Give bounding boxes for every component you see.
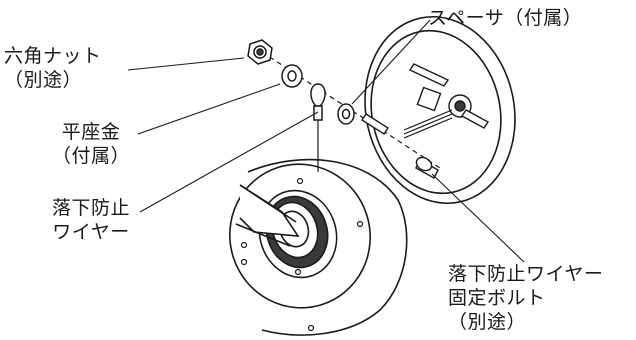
fixing-bolt-label: 落下防止ワイヤー 固定ボルト （別途） — [448, 262, 603, 334]
mounting-pipe — [235, 184, 300, 247]
fixing-bolt-label-line2: 固定ボルト — [448, 287, 546, 309]
fixing-bolt-label-line3: （別途） — [448, 311, 527, 333]
spacer-label-line1: スペーサ（付属） — [428, 7, 583, 29]
flat-washer-label-line1: 平座金 — [61, 121, 121, 143]
hex-nut-label-line1: 六角ナット — [4, 45, 102, 67]
ceiling-plate — [364, 15, 516, 205]
fall-wire-part — [310, 83, 326, 172]
fall-wire-label-line2: ワイヤー — [52, 221, 130, 243]
leader-lines — [127, 19, 525, 263]
spacer-part — [337, 103, 355, 125]
flat-washer-part — [281, 64, 303, 88]
body-screw-holes — [240, 177, 364, 332]
hex-nut-part — [247, 39, 273, 65]
fall-wire-label: 落下防止 ワイヤー — [52, 196, 130, 244]
spacer-bolt — [361, 113, 389, 135]
fixture-body — [229, 158, 408, 336]
hex-nut-label: 六角ナット （別途） — [4, 44, 102, 92]
plate-hardware — [403, 63, 490, 179]
flat-washer-label: 平座金 （付属） — [52, 120, 130, 168]
fall-wire-label-line1: 落下防止 — [52, 197, 131, 219]
fixing-bolt-label-line1: 落下防止ワイヤー — [448, 263, 604, 285]
spacer-label: スペーサ（付属） — [428, 6, 582, 30]
flat-washer-label-line2: （付属） — [52, 145, 131, 167]
hex-nut-label-line2: （別途） — [4, 69, 83, 91]
